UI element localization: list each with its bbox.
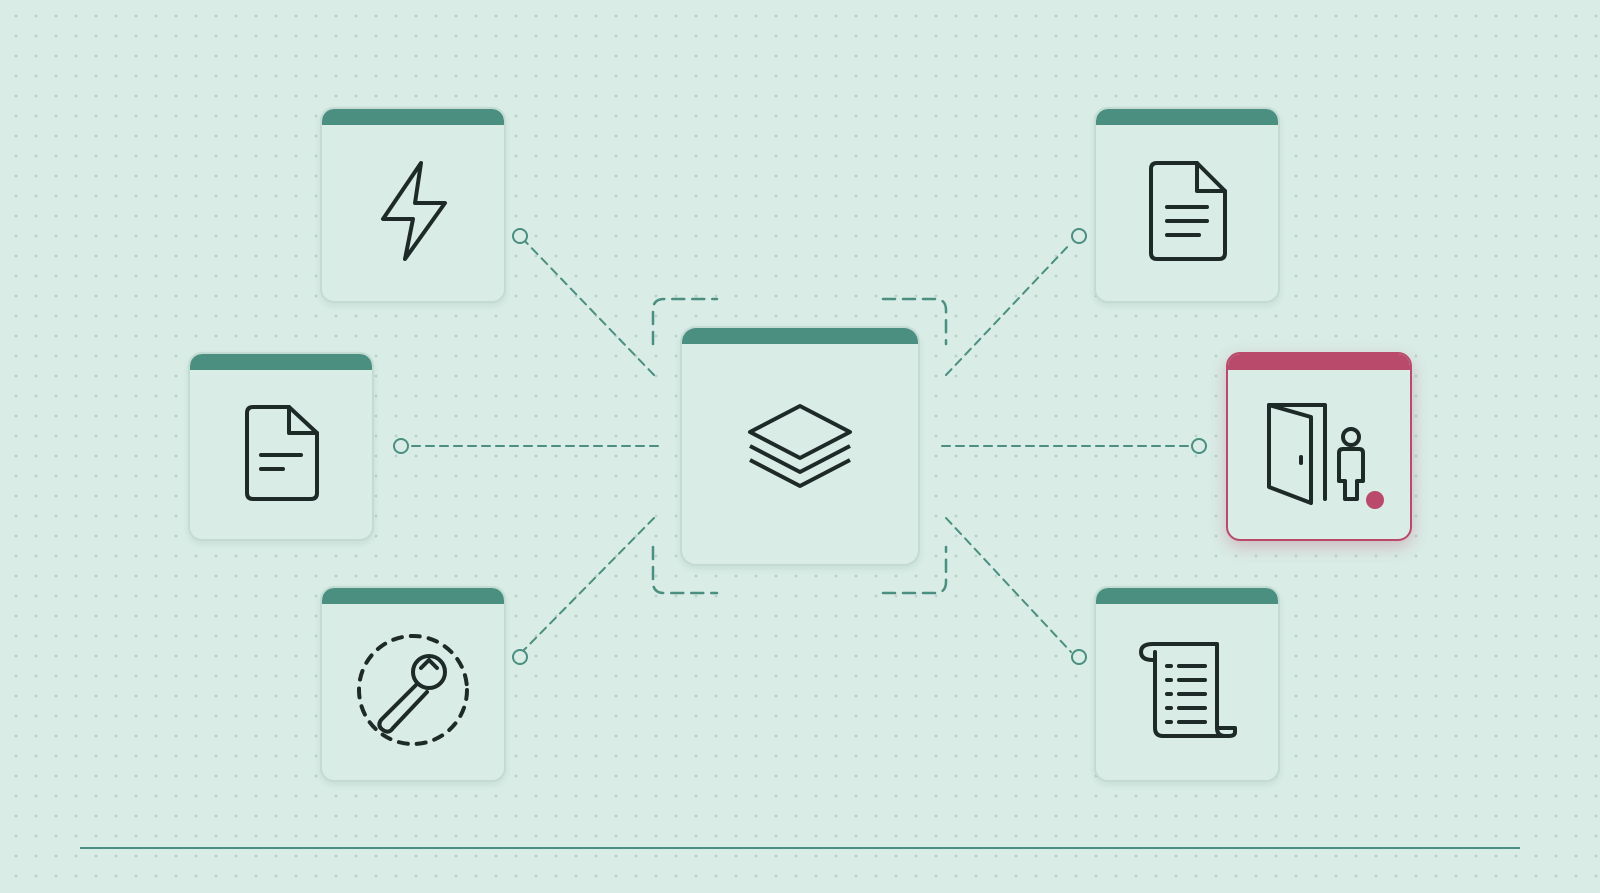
node-header-settings xyxy=(322,588,504,604)
connector-settings xyxy=(521,517,655,653)
bracket-top-left xyxy=(651,297,719,346)
door-person-icon xyxy=(1263,399,1375,511)
stack-layers-icon xyxy=(744,400,856,508)
node-header-power xyxy=(322,109,504,125)
connector-document-right xyxy=(945,242,1072,376)
node-card-document-right[interactable] xyxy=(1094,107,1280,303)
connector-power xyxy=(521,237,655,376)
alert-status-dot xyxy=(1366,491,1384,509)
bottom-divider xyxy=(80,847,1520,849)
endpoint-log xyxy=(1071,649,1087,665)
connector-log xyxy=(945,517,1072,653)
bracket-bottom-right xyxy=(881,545,948,595)
endpoint-document-left xyxy=(393,438,409,454)
wrench-icon xyxy=(353,630,473,754)
node-card-settings[interactable] xyxy=(320,586,506,782)
document-icon xyxy=(239,403,323,507)
node-card-power[interactable] xyxy=(320,107,506,303)
node-header-document-left xyxy=(190,354,372,370)
node-header-document-right xyxy=(1096,109,1278,125)
scroll-list-icon xyxy=(1133,638,1241,746)
endpoint-exit xyxy=(1191,438,1207,454)
node-card-log[interactable] xyxy=(1094,586,1280,782)
endpoint-settings xyxy=(512,649,528,665)
node-header-log xyxy=(1096,588,1278,604)
hub-card[interactable] xyxy=(680,326,920,566)
endpoint-document-right xyxy=(1071,228,1087,244)
endpoint-power xyxy=(512,228,528,244)
hub-selection-brackets xyxy=(651,297,948,595)
document-icon xyxy=(1145,159,1229,267)
bracket-bottom-left xyxy=(651,545,719,595)
node-header-exit xyxy=(1228,354,1410,370)
bracket-top-right xyxy=(881,297,948,346)
node-card-document-left[interactable] xyxy=(188,352,374,541)
lightning-bolt-icon xyxy=(375,159,451,267)
node-card-exit[interactable] xyxy=(1226,352,1412,541)
hub-card-header xyxy=(682,328,918,344)
